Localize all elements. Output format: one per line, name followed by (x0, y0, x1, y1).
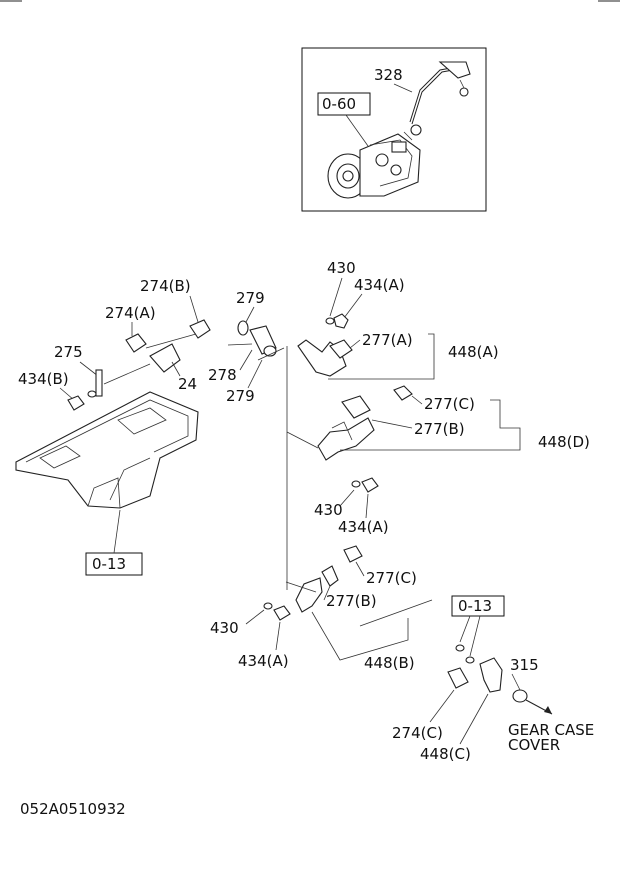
callout-434a-mid: 434(A) (338, 518, 389, 536)
compressor-inset-frame (301, 47, 487, 212)
leader-277a (349, 339, 361, 349)
callout-448d: 448(D) (538, 433, 590, 451)
callout-434a-top: 434(A) (354, 276, 405, 294)
callout-279-top: 279 (236, 289, 265, 307)
leader-275 (79, 361, 99, 377)
callout-274b: 274(B) (140, 277, 191, 295)
fitting-274b (189, 319, 211, 339)
leader-430-top (329, 277, 343, 317)
washer-430-low (263, 602, 273, 610)
leader-279-bottom (247, 359, 263, 389)
callout-277a: 277(A) (362, 331, 413, 349)
leader-0-13-right-a (459, 615, 471, 643)
washer-430-top (325, 317, 335, 325)
pipe-448d-drawing (317, 417, 375, 461)
callout-0-13-right: 0-13 (458, 597, 492, 615)
elbow-448c (479, 657, 503, 693)
leader-0-60 (345, 114, 369, 147)
nut-434b (67, 395, 85, 411)
oil-pipe-328-drawing (409, 61, 471, 136)
leader-277c-low (355, 561, 365, 577)
nut-434a-mid (361, 477, 379, 493)
callout-434a-low: 434(A) (238, 652, 289, 670)
callout-277b-mid: 277(B) (414, 420, 465, 438)
label-gear-case-1: GEAR CASE (508, 721, 594, 739)
fitting-274c (447, 667, 469, 689)
callout-0-60: 0-60 (322, 95, 356, 113)
ref-box-0-13-right (451, 595, 505, 617)
callout-315: 315 (510, 656, 539, 674)
washer-right-2 (465, 656, 475, 664)
callout-448c: 448(C) (420, 745, 471, 763)
gasket-315 (512, 689, 528, 703)
stud-275 (95, 369, 103, 397)
leader-277b-mid (371, 419, 413, 429)
callout-277c-low: 277(C) (366, 569, 417, 587)
leader-448c (459, 693, 489, 745)
leader-277b-low (323, 585, 331, 601)
callout-448b: 448(B) (364, 654, 415, 672)
callout-430-top: 430 (327, 259, 356, 277)
washer-430-mid (351, 480, 361, 488)
washer-275 (87, 390, 97, 398)
oil-pan-drawing (15, 391, 199, 509)
callout-434b: 434(B) (18, 370, 69, 388)
leader-274b (189, 295, 199, 323)
arrow-head-gear-case (544, 706, 552, 714)
callout-277b-low: 277(B) (326, 592, 377, 610)
gasket-277c-low (343, 545, 363, 563)
label-gear-case-2: COVER (508, 736, 560, 754)
clamp-279-top (237, 320, 249, 336)
figure-code: 052A0510932 (20, 800, 126, 818)
washer-right (455, 644, 465, 652)
leader-434a-top (343, 293, 363, 319)
callout-0-13-left: 0-13 (92, 555, 126, 573)
leader-277c-mid (411, 395, 423, 405)
bracket-448d (340, 399, 521, 451)
callout-430-low: 430 (210, 619, 239, 637)
callout-24: 24 (178, 375, 197, 393)
leader-278 (239, 349, 253, 371)
leader-279-top (245, 306, 255, 323)
bracket-24 (149, 343, 181, 373)
bracket-448a (328, 333, 435, 380)
leader-434a-low (275, 621, 281, 651)
fitting-274a (125, 333, 147, 353)
callout-274c: 274(C) (392, 724, 443, 742)
leader-0-13-right-b (469, 615, 481, 657)
bracket-448b (311, 599, 433, 661)
nut-434a-top (333, 313, 349, 329)
callout-448a: 448(A) (448, 343, 499, 361)
leader-0-13-left (113, 509, 121, 554)
flange-277b-low (321, 565, 339, 587)
leader-328 (393, 83, 413, 93)
callout-274a: 274(A) (105, 304, 156, 322)
leader-434a-mid (365, 493, 369, 519)
ref-box-0-60 (317, 92, 371, 116)
callout-277c-mid: 277(C) (424, 395, 475, 413)
flange-277b-mid (341, 395, 371, 419)
gasket-277c-mid (393, 385, 413, 401)
pipe-448b-drawing (295, 577, 323, 613)
gasket-277a (329, 339, 353, 359)
leader-24 (171, 361, 181, 377)
callout-275: 275 (54, 343, 83, 361)
leader-430-low (245, 609, 265, 625)
callout-278: 278 (208, 366, 237, 384)
compressor-drawing (327, 131, 421, 199)
callout-328: 328 (374, 66, 403, 84)
callout-279-bottom: 279 (226, 387, 255, 405)
nut-434a-low (273, 605, 291, 621)
leader-274c (429, 689, 455, 723)
leader-315 (511, 673, 521, 691)
leader-430-mid (339, 489, 355, 507)
callout-430-mid: 430 (314, 501, 343, 519)
